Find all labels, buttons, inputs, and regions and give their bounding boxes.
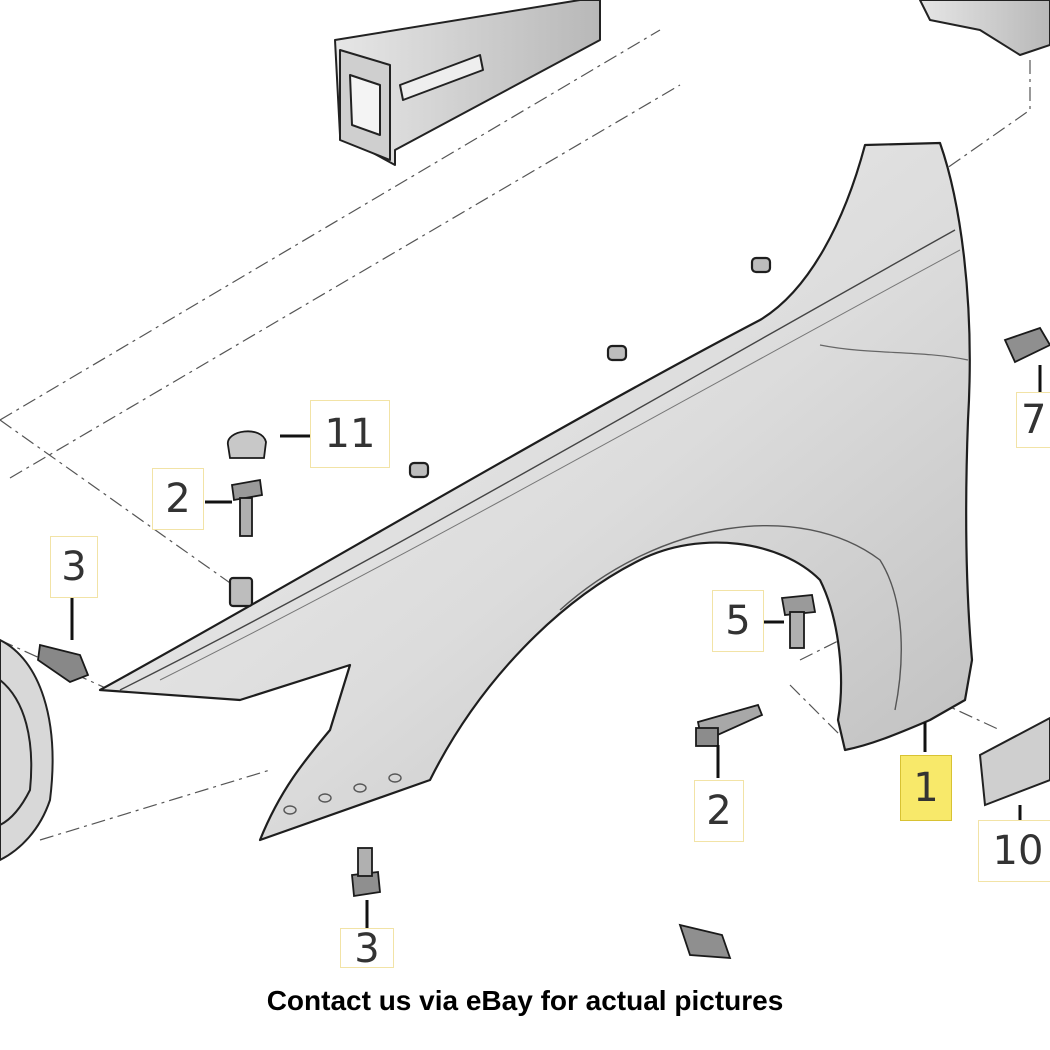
callout-2-bottom: 2 bbox=[694, 780, 744, 842]
leader-lines bbox=[70, 365, 1042, 928]
callout-10: 10 bbox=[978, 820, 1050, 882]
trim-moulding bbox=[978, 716, 1050, 807]
callout-3-left: 3 bbox=[50, 536, 98, 598]
callout-3-bottom: 3 bbox=[340, 928, 394, 968]
caption-text: Contact us via eBay for actual pictures bbox=[266, 985, 784, 1016]
callout-5: 5 bbox=[712, 590, 764, 652]
fasteners bbox=[37, 326, 1050, 960]
front-crossmember bbox=[334, 0, 1050, 166]
callout-2-top: 2 bbox=[152, 468, 204, 530]
callout-1-highlighted: 1 bbox=[900, 755, 952, 821]
callout-11: 11 bbox=[310, 400, 390, 468]
callout-7: 7 bbox=[1016, 392, 1050, 448]
front-fender bbox=[98, 141, 974, 842]
wheel-arch-liner bbox=[0, 638, 54, 862]
parts-diagram bbox=[0, 0, 1050, 960]
